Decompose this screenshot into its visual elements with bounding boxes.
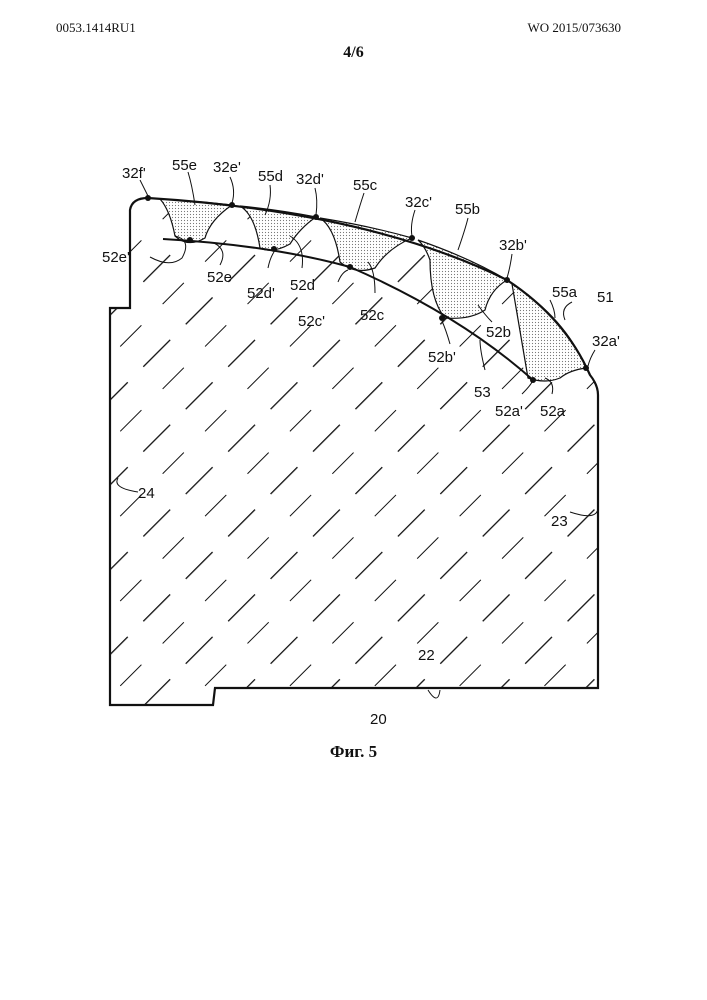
label-24: 24	[138, 485, 155, 502]
label-20: 20	[370, 711, 387, 728]
label-55b: 55b	[455, 201, 480, 218]
label-32d: 32d'	[296, 171, 324, 188]
label-32c: 32c'	[405, 194, 432, 211]
label-52a: 52a	[540, 403, 566, 420]
label-52c: 52c	[360, 307, 385, 324]
label-52e-prime: 52e'	[102, 249, 130, 266]
label-55d: 55d	[258, 168, 283, 185]
figure-caption: Фиг. 5	[0, 742, 707, 762]
label-23: 23	[551, 513, 568, 530]
label-52b-prime: 52b'	[428, 349, 456, 366]
label-52c-prime: 52c'	[298, 313, 325, 330]
label-55e: 55e	[172, 157, 197, 174]
label-51: 51	[597, 289, 614, 306]
label-32f: 32f'	[122, 165, 146, 182]
label-55a: 55a	[552, 284, 578, 301]
label-53: 53	[474, 384, 491, 401]
label-32b: 32b'	[499, 237, 527, 254]
label-32e: 32e'	[213, 159, 241, 176]
label-32a: 32a'	[592, 333, 620, 350]
label-52a-prime: 52a'	[495, 403, 523, 420]
label-52e: 52e	[207, 269, 232, 286]
label-52b: 52b	[486, 324, 511, 341]
label-52d-prime: 52d'	[247, 285, 275, 302]
label-22: 22	[418, 647, 435, 664]
label-52d: 52d	[290, 277, 315, 294]
label-55c: 55c	[353, 177, 378, 194]
